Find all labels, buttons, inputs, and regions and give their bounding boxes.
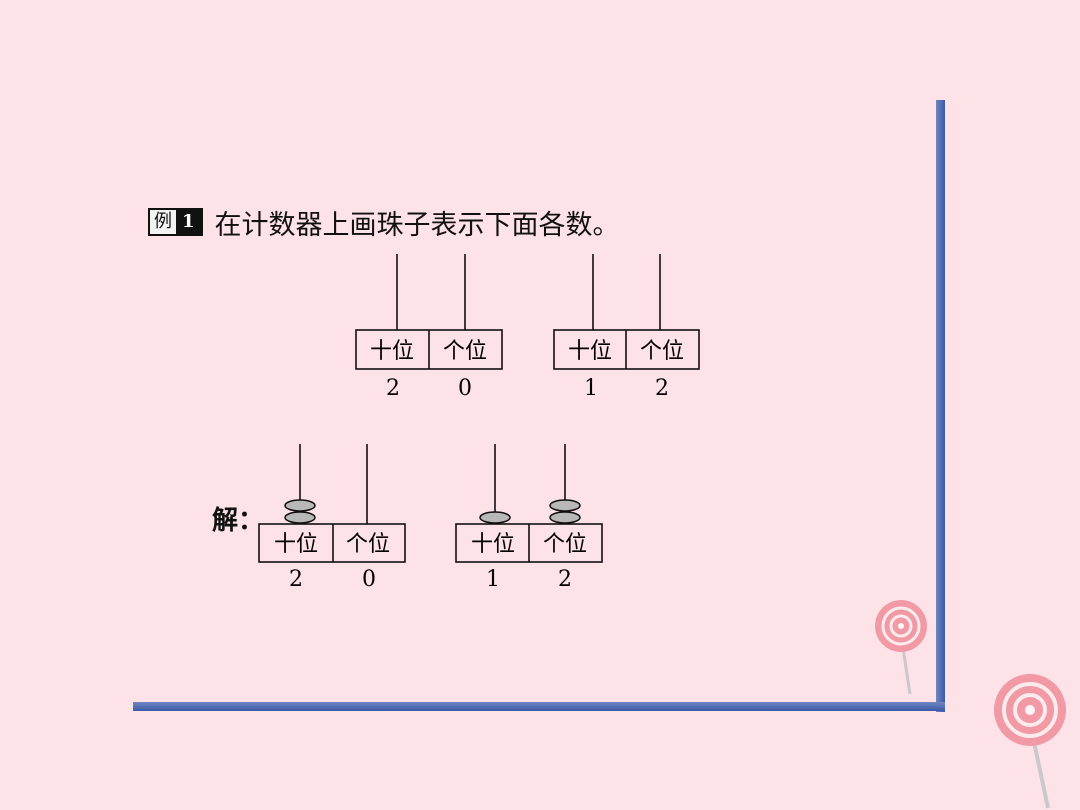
tens-beads [284,499,316,524]
tens-digit: 2 [386,376,400,401]
tens-label: 十位 [471,532,515,557]
ones-beads [549,499,581,524]
tens-label: 十位 [274,532,318,557]
lollipop-icon [875,600,927,695]
example-badge-label: 例 [150,210,176,234]
ones-digit: 2 [558,567,572,592]
example-title: 例 1 在计数器上画珠子表示下面各数。 [148,204,620,241]
tens-digit: 1 [584,376,598,401]
bead [549,511,581,524]
frame-right-border [936,100,945,712]
ones-label: 个位 [640,339,684,364]
question-counter-2: 十位 个位 1 2 [553,254,700,401]
bead [284,511,316,524]
frame-bottom-border [133,702,945,711]
tens-label: 十位 [568,339,612,364]
ones-label: 个位 [443,339,487,364]
counter-base [258,523,406,563]
tens-digit: 2 [289,567,303,592]
tens-label: 十位 [370,339,414,364]
example-instruction: 在计数器上画珠子表示下面各数。 [214,209,620,241]
lollipop-icon [994,674,1066,809]
question-counter-1: 十位 个位 2 0 [355,254,503,401]
ones-digit: 0 [458,376,472,401]
ones-digit: 0 [362,567,376,592]
answer-counter-1: 十位 个位 2 0 [258,444,406,592]
bead [549,499,581,512]
bead [479,511,511,524]
bead [284,499,316,512]
ones-label: 个位 [346,532,390,557]
tens-beads [479,511,511,524]
answer-label: 解： [212,506,265,536]
tens-digit: 1 [486,567,500,592]
ones-label: 个位 [543,532,587,557]
example-badge: 例 1 [148,208,203,236]
answer-counter-2: 十位 个位 1 2 [455,444,603,592]
ones-digit: 2 [655,376,669,401]
example-badge-number: 1 [176,210,201,234]
